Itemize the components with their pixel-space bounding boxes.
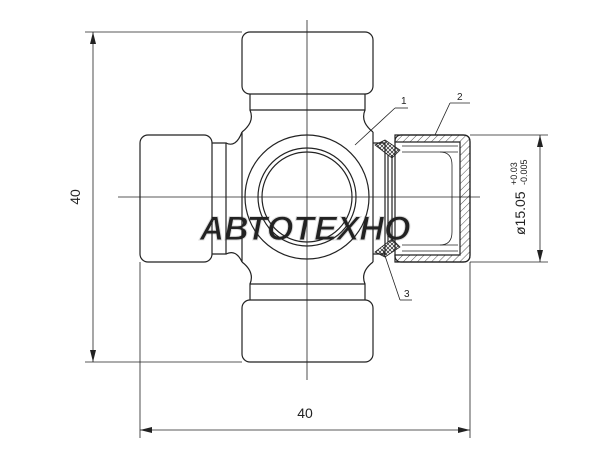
svg-text:1: 1 (401, 96, 407, 107)
callout-3: 3 (382, 249, 412, 301)
left-trunnion (139, 131, 243, 263)
callout-1: 1 (354, 96, 408, 146)
width-dimension-label: 40 (297, 405, 313, 421)
svg-text:3: 3 (404, 289, 410, 300)
tolerance-lower: -0.005 (519, 159, 529, 185)
height-dimension: 40 (67, 31, 242, 363)
diameter-dimension: ø15.05 +0.03 -0.005 (470, 134, 548, 263)
tolerance-upper: +0.03 (509, 162, 519, 185)
width-dimension: 40 (139, 262, 471, 438)
bottom-trunnion (241, 261, 374, 363)
callout-2: 2 (434, 92, 470, 136)
bearing-cap-section (374, 134, 471, 263)
svg-text:2: 2 (457, 92, 463, 103)
centerlines (118, 20, 480, 380)
top-trunnion (241, 31, 374, 133)
height-dimension-label: 40 (67, 189, 83, 205)
diameter-label: ø15.05 (512, 191, 528, 235)
watermark: АВТОТЕХНО (199, 210, 411, 248)
